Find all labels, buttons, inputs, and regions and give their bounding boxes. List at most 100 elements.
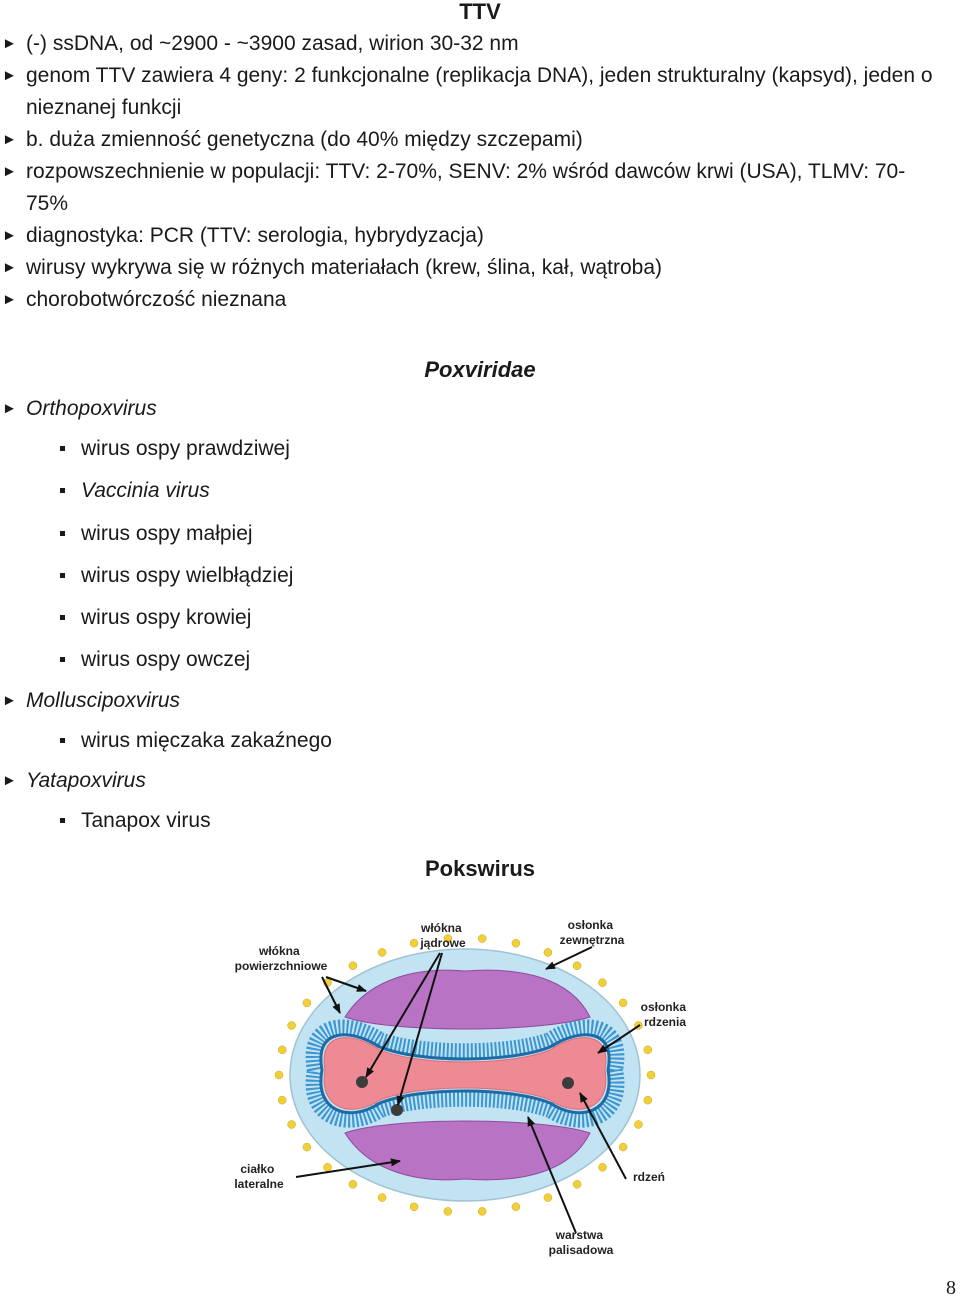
list-item-text: chorobotwórczość nieznana <box>26 288 287 311</box>
bullet-square-icon <box>60 818 65 824</box>
species-name: wirus ospy krowiej <box>81 606 252 630</box>
surface-fiber-dot <box>618 1142 628 1152</box>
surface-fiber-dot <box>409 938 419 948</box>
bullet-arrow-icon: ► <box>2 291 17 308</box>
surface-fiber-dot <box>277 1045 287 1055</box>
surface-fiber-dot <box>572 961 582 970</box>
nuclear-fiber-dot <box>356 1076 368 1088</box>
surface-fiber-dot <box>618 998 628 1008</box>
genus-item: ► Molluscipoxvirus wirus mięczaka zakaźne… <box>0 682 900 762</box>
arrow <box>295 1158 401 1178</box>
core-membrane <box>319 1033 611 1115</box>
genus-item: ►Yatapoxvirus Tanapox virus <box>0 762 900 842</box>
bullet-square-icon <box>60 488 65 494</box>
surface-fiber-dot <box>377 948 387 957</box>
species-item: wirus ospy wielbłądziej <box>26 555 900 597</box>
genus-item: ►Orthopoxvirus wirus ospy prawdziwej Vac… <box>0 390 900 682</box>
species-name: wirus ospy wielbłądziej <box>81 563 294 587</box>
surface-fiber-dot <box>643 1095 653 1105</box>
surface-fiber-dot <box>543 948 553 957</box>
list-item: ►b. duża zmienność genetyczna (do 40% mi… <box>0 124 945 156</box>
list-item-text: wirusy wykrywa się w różnych materiałach… <box>26 256 663 279</box>
surface-fiber-dot <box>643 1045 653 1055</box>
surface-fiber-dot <box>302 1142 312 1152</box>
bullet-square-icon <box>60 657 65 663</box>
surface-fiber-dot <box>377 1193 387 1202</box>
label-core: rdzeń <box>633 1170 665 1184</box>
surface-fiber-dot <box>598 1163 607 1172</box>
species-item: wirus ospy małpiej <box>26 513 900 555</box>
poxvirus-diagram: włókna powierzchniowe włókna jądrowe osł… <box>234 918 690 1257</box>
bullet-square-icon <box>60 530 65 536</box>
list-item: ► diagnostyka: PCR (TTV: serologia, hybry… <box>0 220 945 252</box>
species-item: wirus ospy prawdziwej <box>26 428 900 470</box>
core-body <box>323 1037 607 1110</box>
list-item: ► chorobotwórczość nieznana <box>0 284 945 316</box>
arrow <box>325 976 367 992</box>
surface-fiber-dot <box>277 1095 287 1105</box>
ttv-list: ► (-) ssDNA, od ~2900 - ~3900 zasad, wiri… <box>0 28 945 316</box>
surface-fiber-dot <box>348 961 358 970</box>
surface-fiber-dot <box>274 1070 284 1080</box>
list-item-text: genom TTV zawiera 4 geny: 2 funkcjonalne… <box>26 64 933 119</box>
bullet-arrow-icon: ► <box>2 691 17 709</box>
list-item-text: b. duża zmienność genetyczna (do 40% mię… <box>26 128 583 151</box>
poxviridae-title: Poxviridae <box>424 357 536 382</box>
surface-fiber-dot <box>323 1163 332 1172</box>
surface-fiber-dot <box>302 998 312 1008</box>
arrow <box>527 1116 577 1234</box>
surface-fiber-dot <box>443 1207 453 1216</box>
list-item: ► wirusy wykrywa się w różnych materiałac… <box>0 252 945 284</box>
species-item: wirus ospy owczej <box>26 639 900 681</box>
bullet-arrow-icon: ► <box>2 163 17 180</box>
bullet-square-icon <box>60 446 65 451</box>
lateral-body-bottom <box>344 1120 591 1181</box>
surface-fiber-dot <box>646 1070 656 1080</box>
surface-fiber-dot <box>348 1180 358 1189</box>
label-surface-fibers: włókna powierzchniowe <box>235 944 328 973</box>
arrow <box>365 952 441 1078</box>
bullet-arrow-icon: ► <box>2 772 17 790</box>
surface-fiber-dot <box>477 1207 487 1216</box>
page-number: 8 <box>946 1277 956 1299</box>
surface-fiber-dot <box>543 1193 553 1202</box>
list-item: ►genom TTV zawiera 4 geny: 2 funkcjonaln… <box>0 60 945 124</box>
label-core-envelope: osłonka rdzenia <box>641 1000 690 1029</box>
surface-fiber-dot <box>287 1120 296 1129</box>
bullet-arrow-icon: ► <box>2 227 17 244</box>
surface-fiber-dot <box>511 1202 521 1212</box>
species-item: wirus ospy krowiej <box>26 597 900 639</box>
list-item-text: diagnostyka: PCR (TTV: serologia, hybryd… <box>26 224 484 247</box>
genus-name: Molluscipoxvirus <box>26 688 181 712</box>
lateral-body-top <box>344 969 591 1030</box>
label-palisade-layer: warstwa palisadowa <box>549 1228 614 1257</box>
bullet-square-icon <box>60 615 65 621</box>
poxviridae-list: ► Orthopoxvirus wirus ospy prawdziwej Vac… <box>0 390 900 842</box>
arrow <box>597 1024 641 1054</box>
arrow <box>396 952 443 1106</box>
ttv-title: TTV <box>459 0 501 24</box>
bullet-arrow-icon: ► <box>2 259 17 276</box>
species-name: wirus ospy małpiej <box>81 521 253 545</box>
species-item: Tanapox virus <box>26 800 900 842</box>
species-list: wirus mięczaka zakaźnego <box>26 720 900 762</box>
label-lateral-body: ciałko lateralne <box>234 1162 284 1191</box>
bullet-square-icon <box>60 572 65 578</box>
pokswirus-title: Pokswirus <box>424 856 536 881</box>
list-item-text: (-) ssDNA, od ~2900 - ~3900 zasad, wirio… <box>26 32 519 55</box>
palisade-layer <box>305 1019 625 1128</box>
surface-fiber-dot <box>634 1120 643 1129</box>
species-list: Tanapox virus <box>26 800 900 842</box>
surface-fiber-dot <box>287 1021 296 1030</box>
arrow <box>545 946 593 970</box>
arrow <box>579 1092 627 1180</box>
nuclear-fiber-dot <box>562 1077 574 1089</box>
list-item-text: rozpowszechnienie w populacji: TTV: 2-70… <box>26 160 906 215</box>
surface-fiber-dot <box>409 1202 419 1212</box>
surface-fiber-dots <box>274 934 656 1216</box>
species-list: wirus ospy prawdziwej Vaccinia virus wir… <box>26 428 900 682</box>
label-outer-envelope: osłonka zewnętrzna <box>560 918 625 947</box>
surface-fiber-dot <box>477 934 487 943</box>
genus-name: Orthopoxvirus <box>26 397 157 420</box>
list-item: ►(-) ssDNA, od ~2900 - ~3900 zasad, wiri… <box>0 28 945 60</box>
